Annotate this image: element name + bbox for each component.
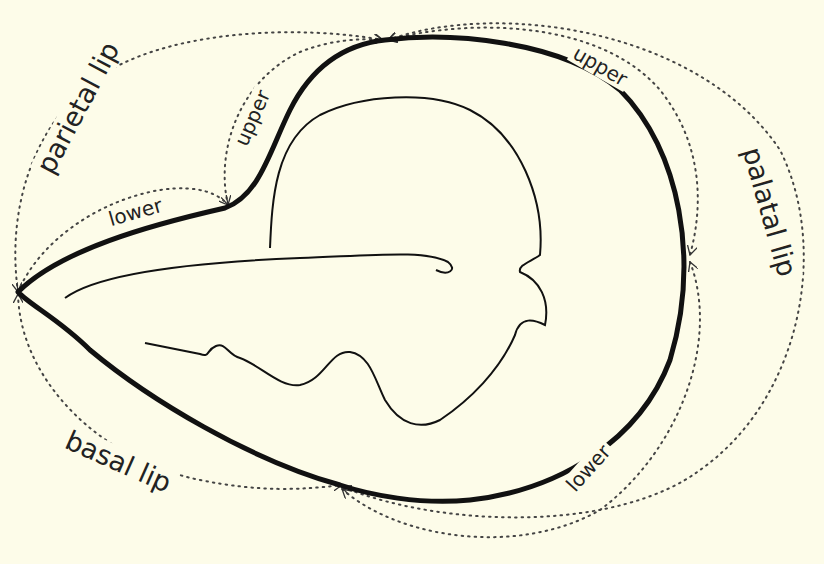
lip-label: palatal lip [737,141,804,283]
parietal-lip-arc [15,32,383,292]
lip-label: basal lip [58,424,178,499]
inner-contour [145,97,546,425]
part-label: lower [560,438,617,498]
lip-label: parietal lip [30,35,127,182]
part-label: upper [229,84,275,152]
parietal-lamella [65,254,452,298]
basal-lip-arc [18,294,342,489]
palatal-upper-arc [388,28,698,255]
parietal-upper-arc [225,39,383,205]
aperture-outline [18,37,684,501]
